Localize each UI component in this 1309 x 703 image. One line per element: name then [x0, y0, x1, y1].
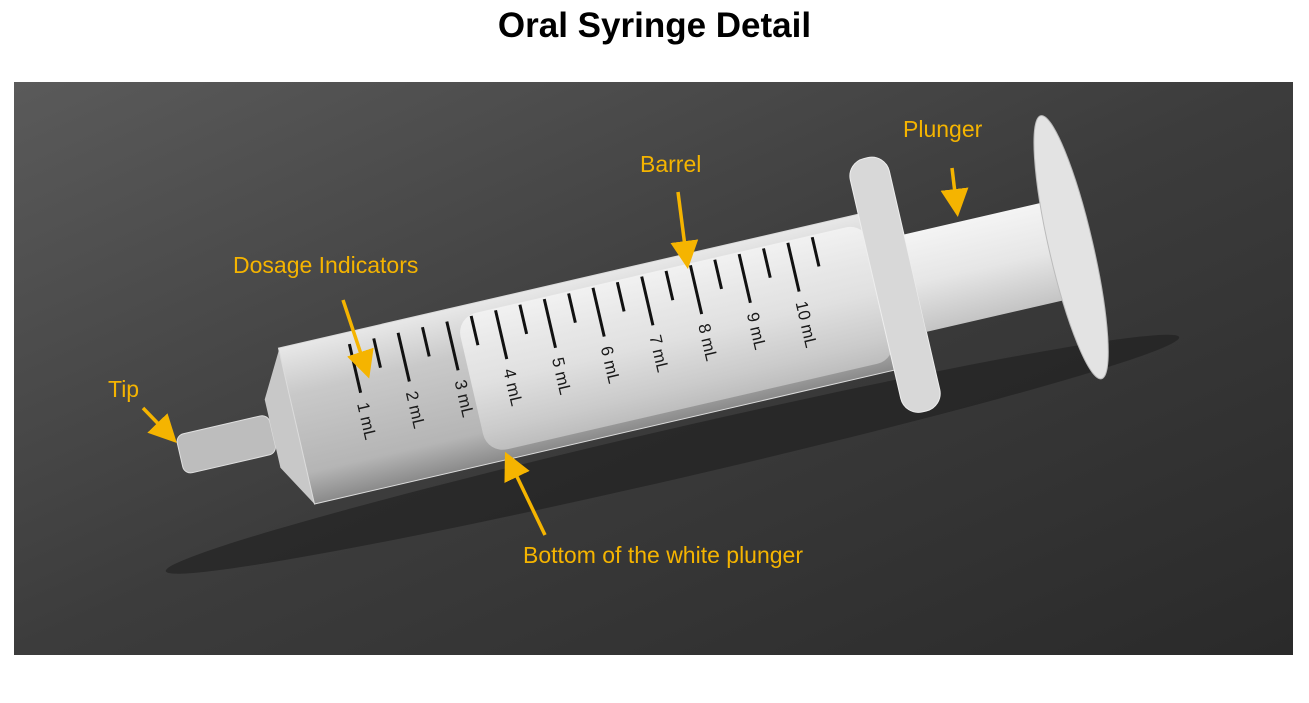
- annotations: Tip Dosage Indicators Barrel Plunger Bot…: [108, 116, 983, 568]
- arrow-plunger-bottom: [504, 451, 547, 536]
- scale-tick: [542, 298, 557, 349]
- scale-tick: [396, 332, 411, 382]
- label-plunger-bottom: Bottom of the white plunger: [523, 542, 803, 568]
- scale-tick: [372, 338, 382, 368]
- scale-tick: [615, 281, 626, 312]
- scale-tick: [762, 248, 772, 279]
- arrow-plunger: [940, 167, 969, 217]
- scale-tick: [786, 242, 801, 292]
- scale-tick: [810, 236, 821, 267]
- scale-tick: [445, 321, 460, 371]
- scale-tick: [737, 253, 752, 304]
- scale-tick: [518, 304, 529, 335]
- page-title: Oral Syringe Detail: [497, 6, 812, 45]
- plunger-rod: [903, 200, 1073, 332]
- scale-tick: [469, 315, 480, 346]
- label-plunger: Plunger: [903, 116, 983, 142]
- white-plunger: [460, 226, 893, 450]
- scale-tick: [713, 259, 723, 290]
- scale-tick: [640, 276, 655, 326]
- arrow-tip: [141, 406, 177, 444]
- label-barrel: Barrel: [640, 151, 701, 177]
- label-dosage-indicators: Dosage Indicators: [233, 252, 418, 278]
- scale-tick: [664, 270, 675, 301]
- scale-tick: [567, 293, 577, 324]
- plunger-thumb-flange: [1033, 115, 1109, 380]
- arrow-barrel: [670, 191, 699, 269]
- scale-tick: [494, 309, 509, 360]
- scale-tick: [688, 264, 704, 315]
- scale-tick: [591, 287, 606, 337]
- arrow-dosage: [341, 299, 374, 379]
- scale-tick: [420, 326, 431, 357]
- label-tip: Tip: [108, 376, 139, 402]
